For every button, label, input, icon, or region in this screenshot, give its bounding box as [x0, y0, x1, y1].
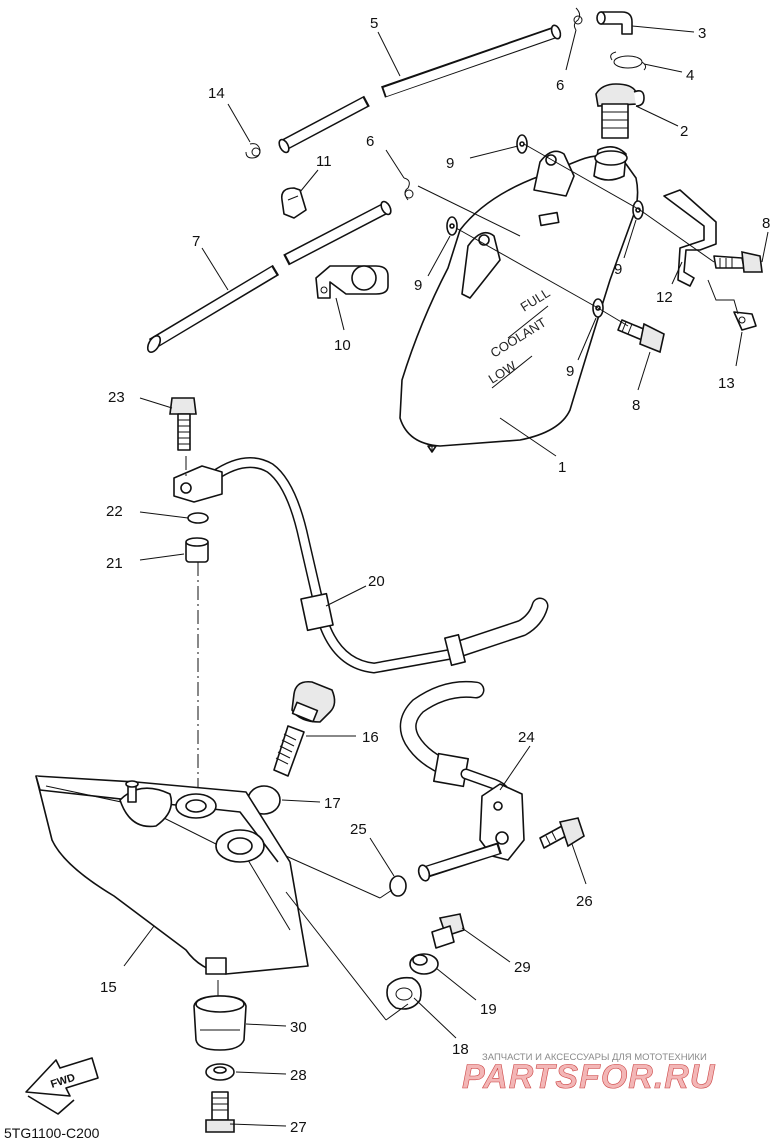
part-23-bolt — [169, 397, 197, 451]
part-13-clip — [707, 279, 757, 331]
callout-3: 3 — [698, 25, 706, 42]
callout-8-lower: 8 — [632, 397, 640, 414]
callout-20: 20 — [368, 573, 385, 590]
part-10-clamp — [315, 265, 389, 299]
callout-14: 14 — [208, 85, 225, 102]
callout-26: 26 — [576, 893, 593, 910]
callout-2: 2 — [680, 123, 688, 140]
callout-1: 1 — [558, 459, 566, 476]
callout-18: 18 — [452, 1041, 469, 1058]
callout-28: 28 — [290, 1067, 307, 1084]
part-2-cap — [595, 83, 645, 139]
part-20-water-pipe — [173, 457, 549, 674]
callout-10: 10 — [334, 337, 351, 354]
callout-11: 11 — [316, 153, 332, 170]
part-27-bolt — [205, 1091, 235, 1133]
callout-9-top: 9 — [446, 155, 454, 172]
callout-6-top: 6 — [556, 77, 564, 94]
callout-29: 29 — [514, 959, 531, 976]
callouts: 1 2 3 4 5 6 6 7 8 8 9 9 9 — [100, 15, 770, 1136]
lower-assembly-lines — [217, 855, 409, 1021]
callout-7: 7 — [192, 233, 200, 250]
part-24-water-hose — [399, 680, 525, 882]
callout-15: 15 — [100, 979, 117, 996]
part-18-grommet — [386, 976, 422, 1010]
part-12-bracket — [663, 189, 717, 287]
callout-5: 5 — [370, 15, 378, 32]
part-28-collar — [205, 1063, 235, 1081]
diagram-code: 5TG1100-C200 — [4, 1125, 100, 1141]
part-14-clip — [245, 143, 261, 159]
watermark-brand: PARTSFOR.RU — [462, 1058, 716, 1096]
callout-22: 22 — [106, 503, 123, 520]
callout-30: 30 — [290, 1019, 307, 1036]
part-1-reservoir-tank: FULL COOLANT LOW — [399, 146, 639, 453]
callout-8-right: 8 — [762, 215, 770, 232]
part-25-o-ring — [389, 875, 407, 897]
fwd-arrow-icon: FWD — [25, 1057, 99, 1115]
callout-16: 16 — [362, 729, 379, 746]
lower-assembly-axis — [185, 456, 199, 800]
part-11-clip — [280, 187, 307, 219]
part-5-hose — [278, 24, 562, 154]
upper-assembly-lines — [417, 143, 715, 327]
part-15-oil-tank — [35, 775, 309, 975]
callout-17: 17 — [324, 795, 341, 812]
part-6-clip-mid — [403, 177, 414, 201]
part-8-bolts — [617, 250, 763, 354]
callout-27: 27 — [290, 1119, 307, 1136]
callout-9-left: 9 — [414, 277, 422, 294]
part-22-o-ring — [187, 512, 209, 524]
part-19-collar — [409, 953, 439, 975]
part-29-bolt — [431, 913, 465, 949]
part-21-collar — [185, 537, 209, 563]
callout-19: 19 — [480, 1001, 497, 1018]
callout-12: 12 — [656, 289, 673, 306]
callout-23: 23 — [108, 389, 125, 406]
part-16-oil-cap — [273, 680, 336, 777]
part-7-overflow-hose — [146, 200, 392, 353]
callout-13: 13 — [718, 375, 735, 392]
callout-9-lower: 9 — [566, 363, 574, 380]
part-9-washers — [446, 134, 644, 318]
watermark-tagline: ЗАПЧАСТИ И АКСЕССУАРЫ ДЛЯ МОТОТЕХНИКИ — [482, 1052, 707, 1063]
part-30-grommet — [193, 995, 247, 1051]
part-3-elbow — [596, 11, 633, 35]
callout-25: 25 — [350, 821, 367, 838]
callout-24: 24 — [518, 729, 535, 746]
callout-9-right: 9 — [614, 261, 622, 278]
part-26-bolt — [539, 817, 585, 849]
part-6-clip-top — [573, 7, 583, 31]
watermark-logo: ЗАПЧАСТИ И АКСЕССУАРЫ ДЛЯ МОТОТЕХНИКИ PA… — [462, 1052, 716, 1096]
callout-21: 21 — [106, 555, 123, 572]
callout-6-mid: 6 — [366, 133, 374, 150]
callout-4: 4 — [686, 67, 694, 84]
part-4-clamp — [610, 51, 647, 71]
